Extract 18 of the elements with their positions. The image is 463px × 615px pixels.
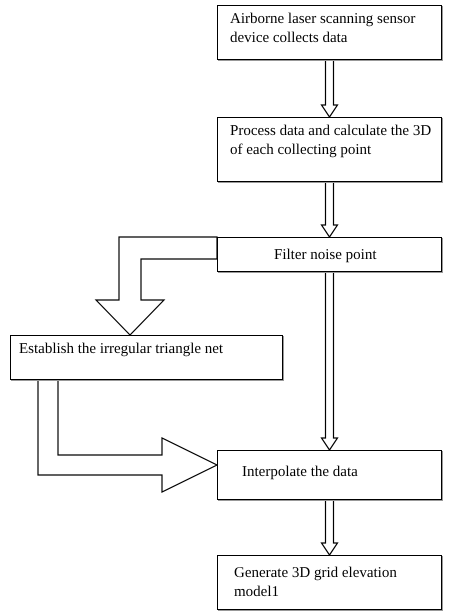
step-text: Interpolate the data bbox=[242, 463, 359, 482]
hollow-arrow bbox=[320, 499, 339, 556]
step-text: Establish the irregular triangle net bbox=[19, 340, 224, 359]
step-text: Generate 3D grid elevation model1 bbox=[234, 564, 398, 602]
process-box bbox=[217, 117, 442, 182]
hollow-arrow bbox=[320, 181, 339, 238]
step-text: Process data and calculate the 3D of each collecting point bbox=[230, 122, 432, 160]
process-box bbox=[217, 5, 442, 60]
process-box bbox=[10, 335, 283, 380]
hollow-arrow bbox=[320, 59, 339, 118]
process-box bbox=[217, 237, 442, 272]
process-box bbox=[217, 555, 442, 610]
process-box bbox=[217, 450, 442, 500]
step-text: Filter noise point bbox=[274, 246, 378, 265]
hollow-arrow bbox=[94, 236, 218, 336]
hollow-arrow bbox=[37, 379, 218, 493]
hollow-arrow bbox=[320, 271, 339, 452]
step-text: Airborne laser scanning sensor device collects data bbox=[230, 10, 416, 48]
